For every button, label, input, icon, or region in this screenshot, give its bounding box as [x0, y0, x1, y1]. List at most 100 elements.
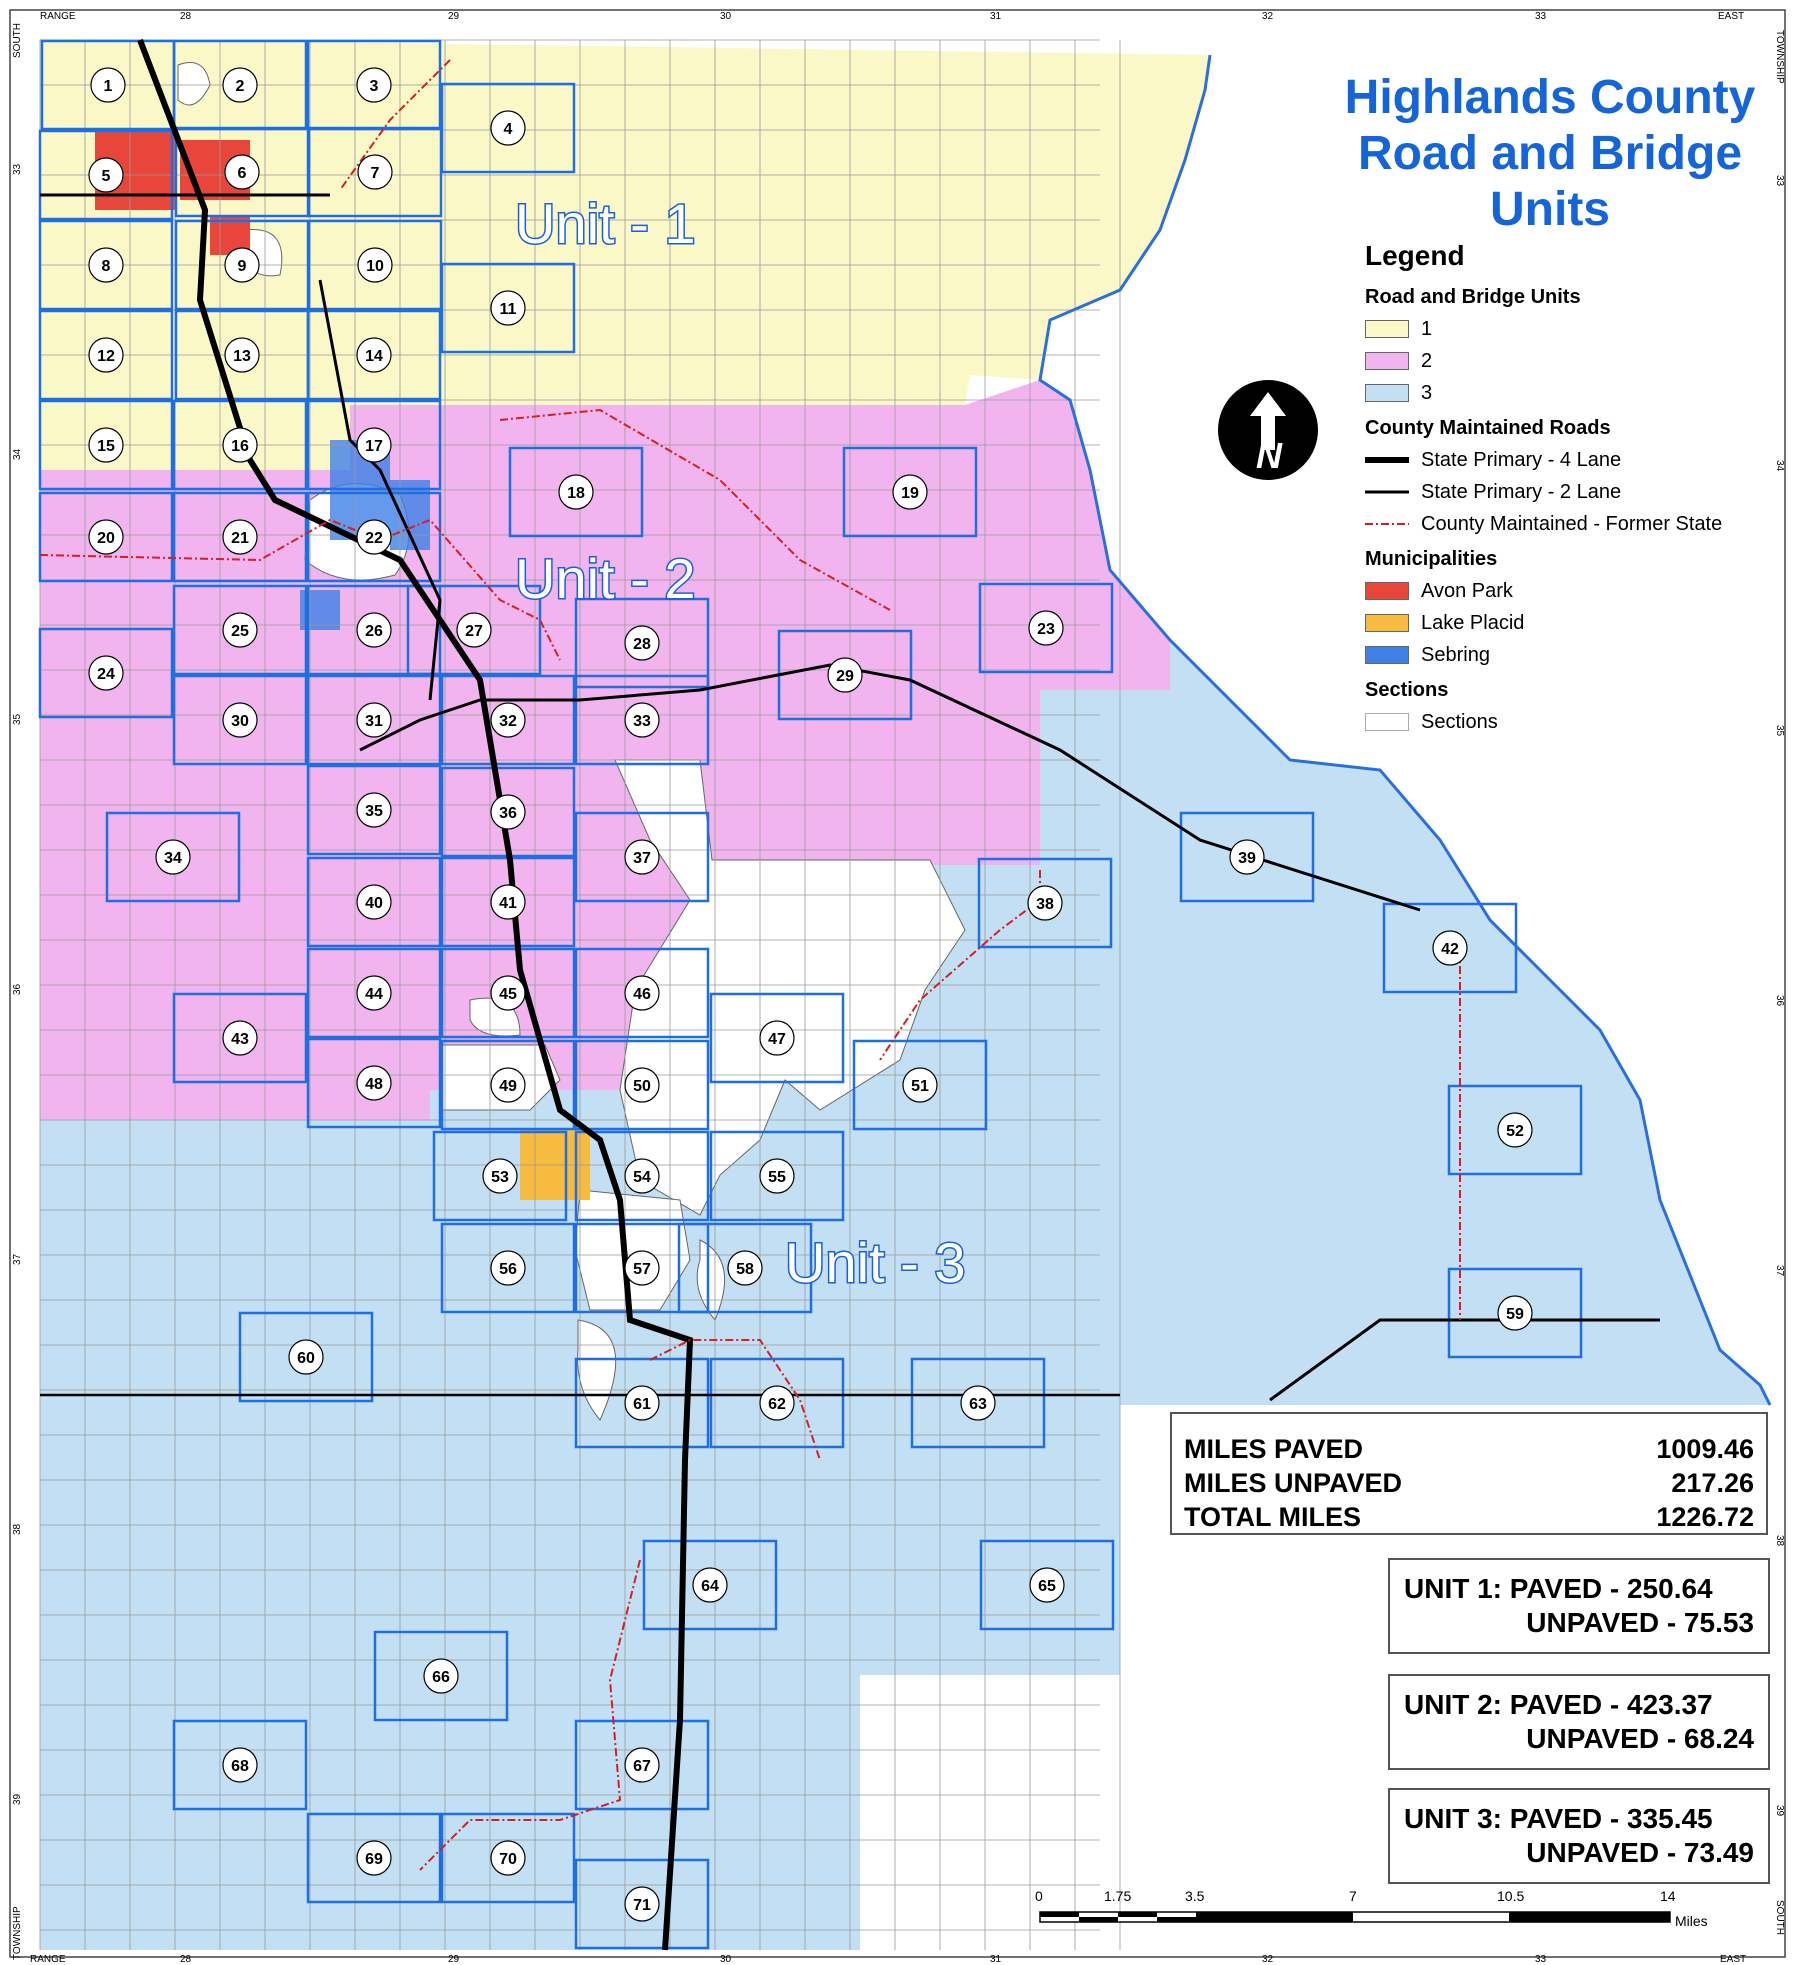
- sr98-two-lane: [359, 663, 1421, 912]
- township-marker: 4: [490, 110, 526, 146]
- township-number-label: 42: [1441, 941, 1459, 958]
- township-number-label: 18: [567, 485, 585, 502]
- unit-2-label: Unit - 2: [515, 547, 696, 610]
- legend-sebring: Sebring: [1365, 639, 1722, 671]
- township-boundary: [1447, 1267, 1583, 1359]
- scale-tick-4: 10.5: [1497, 1888, 1525, 1904]
- township-boundary: [306, 491, 442, 583]
- township-marker: 40: [356, 884, 392, 920]
- range-number: 28: [180, 11, 192, 22]
- scale-tick-0: 0: [1035, 1888, 1043, 1904]
- township-marker: 53: [482, 1158, 518, 1194]
- township-marker: 15: [88, 427, 124, 463]
- township-number: 38: [1774, 1535, 1785, 1547]
- township-number-label: 39: [1238, 850, 1256, 867]
- legend-road-former-state-label: County Maintained - Former State: [1421, 512, 1723, 535]
- township-number: 36: [12, 983, 23, 995]
- township-marker: 14: [356, 337, 392, 373]
- township-number-label: 61: [633, 1396, 651, 1413]
- township-boundary: [238, 1311, 374, 1403]
- township-number-label: 26: [365, 623, 383, 640]
- range-number: 30: [720, 11, 732, 22]
- range-number: 32: [1262, 11, 1274, 22]
- township-marker: 17: [356, 427, 392, 463]
- township-number-label: 55: [768, 1169, 786, 1186]
- township-marker: 18: [558, 474, 594, 510]
- township-marker: 2: [222, 67, 258, 103]
- township-number-label: 22: [365, 530, 383, 547]
- east-label-bottom: EAST: [1720, 1954, 1746, 1965]
- township-number-label: 21: [231, 530, 249, 547]
- township-number-label: 5: [102, 168, 111, 185]
- township-marker: 29: [827, 657, 863, 693]
- township-number: 38: [12, 1523, 23, 1535]
- township-marker: 49: [490, 1067, 526, 1103]
- township-marker: 65: [1029, 1567, 1065, 1603]
- township-boundary: [642, 1539, 778, 1631]
- miles-unpaved-value: 217.26: [1671, 1468, 1754, 1498]
- township-boundary: [440, 1812, 576, 1904]
- township-boundary: [979, 1539, 1115, 1631]
- township-marker: 23: [1028, 610, 1064, 646]
- township-number-label: 15: [97, 438, 115, 455]
- township-marker: 58: [727, 1250, 763, 1286]
- township-marker: 33: [624, 702, 660, 738]
- township-boundary: [977, 857, 1113, 949]
- legend-roads-heading: County Maintained Roads: [1365, 417, 1611, 439]
- township-marker: 63: [960, 1385, 996, 1421]
- township-number-label: 36: [499, 805, 517, 822]
- legend-unit-2: 2: [1365, 345, 1722, 377]
- legend-lake-placid: Lake Placid: [1365, 607, 1722, 639]
- north-arrow-icon: N: [1218, 380, 1318, 480]
- range-number: 29: [448, 1954, 460, 1965]
- range-number: 33: [1535, 11, 1547, 22]
- township-number-label: 23: [1037, 621, 1055, 638]
- scale-unit: Miles: [1675, 1913, 1708, 1929]
- township-number-label: 41: [499, 895, 517, 912]
- township-marker: 5: [88, 157, 124, 193]
- township-marker: 48: [356, 1065, 392, 1101]
- township-marker: 32: [490, 702, 526, 738]
- township-number-label: 59: [1506, 1306, 1524, 1323]
- legend-road-former-state: County Maintained - Former State: [1365, 508, 1722, 540]
- legend-avon-park-label: Avon Park: [1421, 579, 1513, 602]
- township-marker: 38: [1027, 885, 1063, 921]
- township-marker: 71: [624, 1886, 660, 1922]
- township-marker: 3: [356, 67, 392, 103]
- scale-bar: [1039, 1911, 1671, 1923]
- township-number-label: 16: [231, 438, 249, 455]
- township-boundary: [709, 1357, 845, 1449]
- township-marker: 39: [1229, 839, 1265, 875]
- township-marker: 21: [222, 519, 258, 555]
- map-frame: RANGE EAST RANGE EAST SOUTH TOWNSHIP TOW…: [9, 9, 1786, 1965]
- township-marker: 20: [88, 519, 124, 555]
- township-boundary: [38, 129, 174, 221]
- township-boundary: [574, 597, 710, 689]
- township-number-label: 25: [231, 623, 249, 640]
- roads: [39, 38, 1660, 1951]
- legend-municipalities-heading: Municipalities: [1365, 548, 1498, 570]
- township-boundary: [852, 1039, 988, 1131]
- legend-road-4lane: State Primary - 4 Lane: [1365, 444, 1722, 476]
- township-number-label: 33: [633, 713, 651, 730]
- township-marker: 46: [624, 975, 660, 1011]
- township-boundary: [306, 309, 442, 401]
- township-number: 35: [1774, 725, 1785, 737]
- township-boundary: [306, 399, 442, 491]
- township-boundary: [38, 219, 174, 311]
- township-number-label: 34: [164, 850, 182, 867]
- county-former-state-1: [339, 59, 451, 191]
- legend-road-4lane-label: State Primary - 4 Lane: [1421, 448, 1622, 471]
- township-boundary: [306, 856, 442, 948]
- township-boundary: [172, 674, 308, 766]
- township-number-label: 65: [1038, 1578, 1056, 1595]
- unit-1-paved: UNIT 1: PAVED - 250.64: [1404, 1573, 1713, 1604]
- unit-1-unpaved: UNPAVED - 75.53: [1526, 1607, 1754, 1638]
- township-marker: 35: [356, 792, 392, 828]
- township-number: 34: [12, 448, 23, 460]
- legend-unit-3: 3: [1365, 377, 1722, 409]
- township-marker: 22: [356, 519, 392, 555]
- legend-units-heading: Road and Bridge Units: [1365, 286, 1581, 308]
- lake-placid-swatch: [1365, 614, 1409, 632]
